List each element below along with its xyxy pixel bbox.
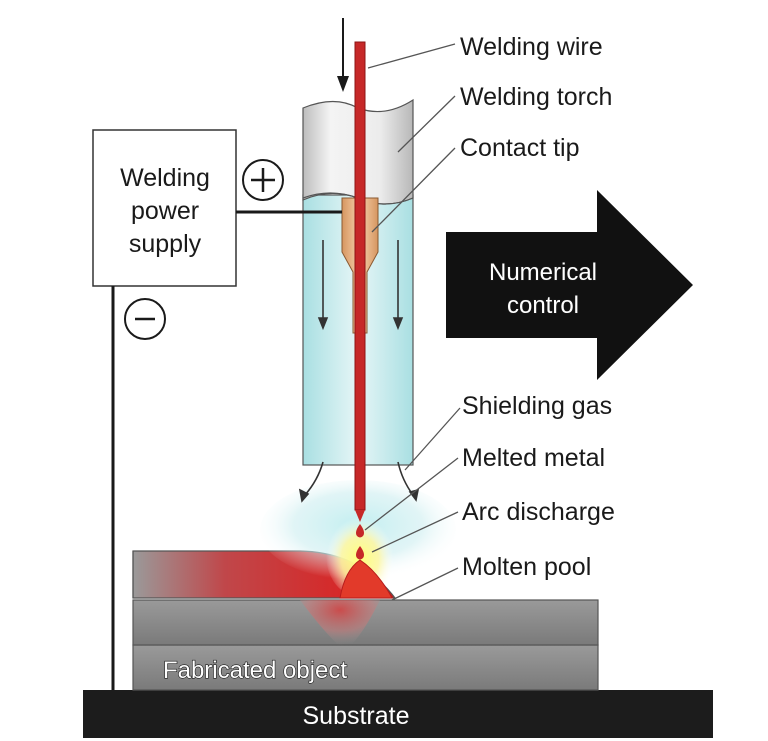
power-supply: Welding power supply (92, 129, 237, 287)
substrate-label: Substrate (302, 702, 409, 730)
welding-wire (354, 41, 366, 522)
numerical-control-arrow: Numerical control (446, 190, 693, 380)
gas-flow-arrows (298, 240, 420, 503)
melted-metal-droplets (356, 524, 364, 560)
numerical-control-line1: Numerical (489, 259, 597, 286)
contact-tip-label: Contact tip (460, 134, 580, 162)
melted-metal-label: Melted metal (462, 444, 605, 472)
welding-wire-label: Welding wire (460, 33, 603, 61)
arc-discharge-label: Arc discharge (462, 498, 615, 526)
power-supply-line1: Welding (120, 164, 210, 192)
power-supply-line2: power (131, 197, 199, 225)
leader-lines (364, 43, 461, 601)
shielding-gas-label: Shielding gas (462, 392, 612, 420)
circuit-wires (111, 210, 342, 690)
wire-feed-arrow (337, 18, 349, 92)
molten-pool-label: Molten pool (462, 553, 591, 581)
fabricated-object-label: Fabricated object (163, 657, 347, 684)
power-supply-line3: supply (129, 230, 202, 258)
numerical-control-line2: control (507, 292, 579, 319)
welding-torch-label: Welding torch (460, 83, 612, 111)
substrate: Substrate (83, 690, 713, 738)
positive-terminal-icon (242, 159, 284, 201)
negative-terminal-icon (124, 298, 166, 340)
